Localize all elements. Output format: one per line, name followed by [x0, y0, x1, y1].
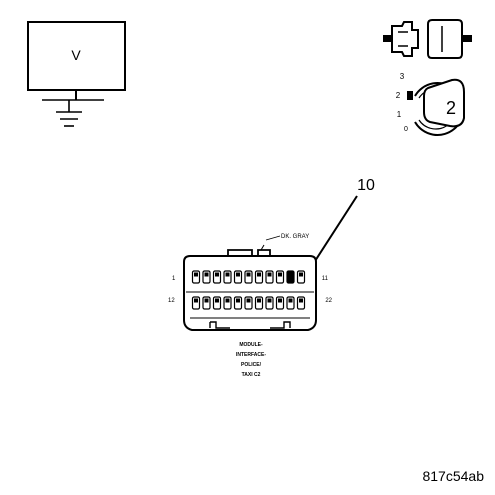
- connector-name-line-2: INTERFACE-: [236, 352, 266, 358]
- switch-position-0: 0: [404, 126, 408, 133]
- figure-id: 817c54ab: [422, 468, 484, 484]
- pin-cavity-6: [244, 270, 253, 284]
- pin-number-11: 11: [322, 276, 329, 282]
- pin-cavity-20: [275, 296, 285, 310]
- connector-key-left: [209, 321, 230, 329]
- pin-cavity-22: [296, 296, 306, 310]
- pin-cavity-19: [265, 296, 274, 310]
- switch-position-3: 3: [400, 72, 405, 81]
- pin-cavity-12: [191, 296, 201, 310]
- pin-cavity-3: [212, 270, 222, 284]
- pin-number-12: 12: [168, 298, 175, 304]
- callout-label: 10: [357, 177, 375, 194]
- pin-cavity-16: [233, 296, 243, 310]
- connector-name-line-4: TAXI C2: [242, 372, 261, 378]
- pin-row-top: [191, 270, 306, 284]
- voltmeter-icon: V: [27, 21, 126, 127]
- ground-symbol-icon: [42, 99, 104, 127]
- meter-symbol: V: [71, 47, 81, 63]
- pin-number-22: 22: [325, 298, 332, 304]
- pin-cavity-15: [223, 296, 232, 310]
- pin-cavity-1: [191, 270, 201, 284]
- pin-cavity-18: [254, 296, 264, 310]
- pin-number-1: 1: [172, 276, 176, 282]
- pin-cavity-2: [202, 270, 211, 284]
- connector-name: MODULE- INTERFACE- POLICE/ TAXI C2: [236, 342, 266, 378]
- connector-name-line-3: POLICE/: [241, 362, 262, 368]
- pin-cavity-7: [254, 270, 264, 284]
- switch-setting-label: 2: [446, 98, 456, 118]
- pin-cavity-8: [265, 270, 274, 284]
- connector-face: DK. GRAY: [183, 234, 317, 331]
- switch-position-1: 1: [397, 110, 402, 119]
- switch-position-2: 2: [396, 91, 401, 100]
- connector-key-right: [270, 321, 291, 329]
- pin-cavity-9: [275, 270, 285, 284]
- pin-cavity-21: [286, 296, 295, 310]
- wire-color-label: DK. GRAY: [281, 234, 309, 240]
- pin-cavity-4: [223, 270, 232, 284]
- pin-cavity-5: [233, 270, 243, 284]
- pin-cavity-10: [286, 270, 295, 284]
- connector-body: [183, 255, 317, 331]
- pin-cavity-17: [244, 296, 253, 310]
- connector-name-line-1: MODULE-: [239, 342, 263, 348]
- ignition-switch-icon: 2 3 2 1 0: [396, 72, 465, 136]
- pin-cavity-11: [296, 270, 306, 284]
- disconnected-connector-icon: [383, 19, 472, 59]
- pin-cavity-13: [202, 296, 211, 310]
- pin-cavity-14: [212, 296, 222, 310]
- pin-row-bottom: [191, 296, 306, 310]
